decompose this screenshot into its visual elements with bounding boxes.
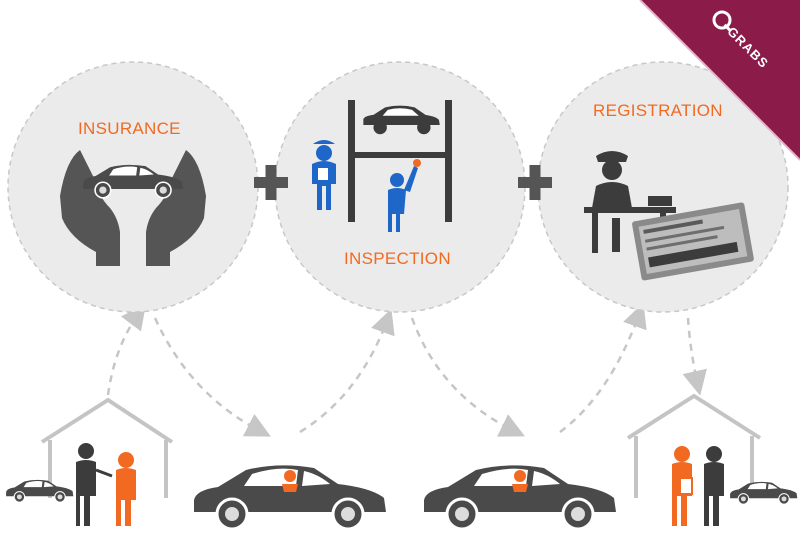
arrow-registration-to-house [682,317,707,396]
car-with-driver-2 [422,463,618,531]
car-lift-mechanics-icon [312,100,452,232]
hands-holding-car-icon [60,150,206,266]
flow-arrows [106,302,707,437]
arrow-insurance-to-car [153,317,271,437]
grabs-logo-icon [639,0,800,161]
home-handover-right [626,393,798,526]
registration-label: REGISTRATION [593,101,723,120]
arrow-car-to-inspection [299,308,395,434]
officer-at-desk-registration-card-icon [584,151,754,281]
arrow-house-to-insurance [106,304,147,396]
plus-icon [518,165,552,200]
plus-icon [254,165,288,200]
inspection-circle [274,61,526,313]
arrow-car-to-registration [559,302,647,434]
insurance-label: INSURANCE [78,119,181,138]
car-with-driver-1 [192,463,388,531]
home-handover-left [5,397,174,526]
arrow-inspection-to-car [410,317,525,437]
inspection-label: INSPECTION [344,249,451,268]
